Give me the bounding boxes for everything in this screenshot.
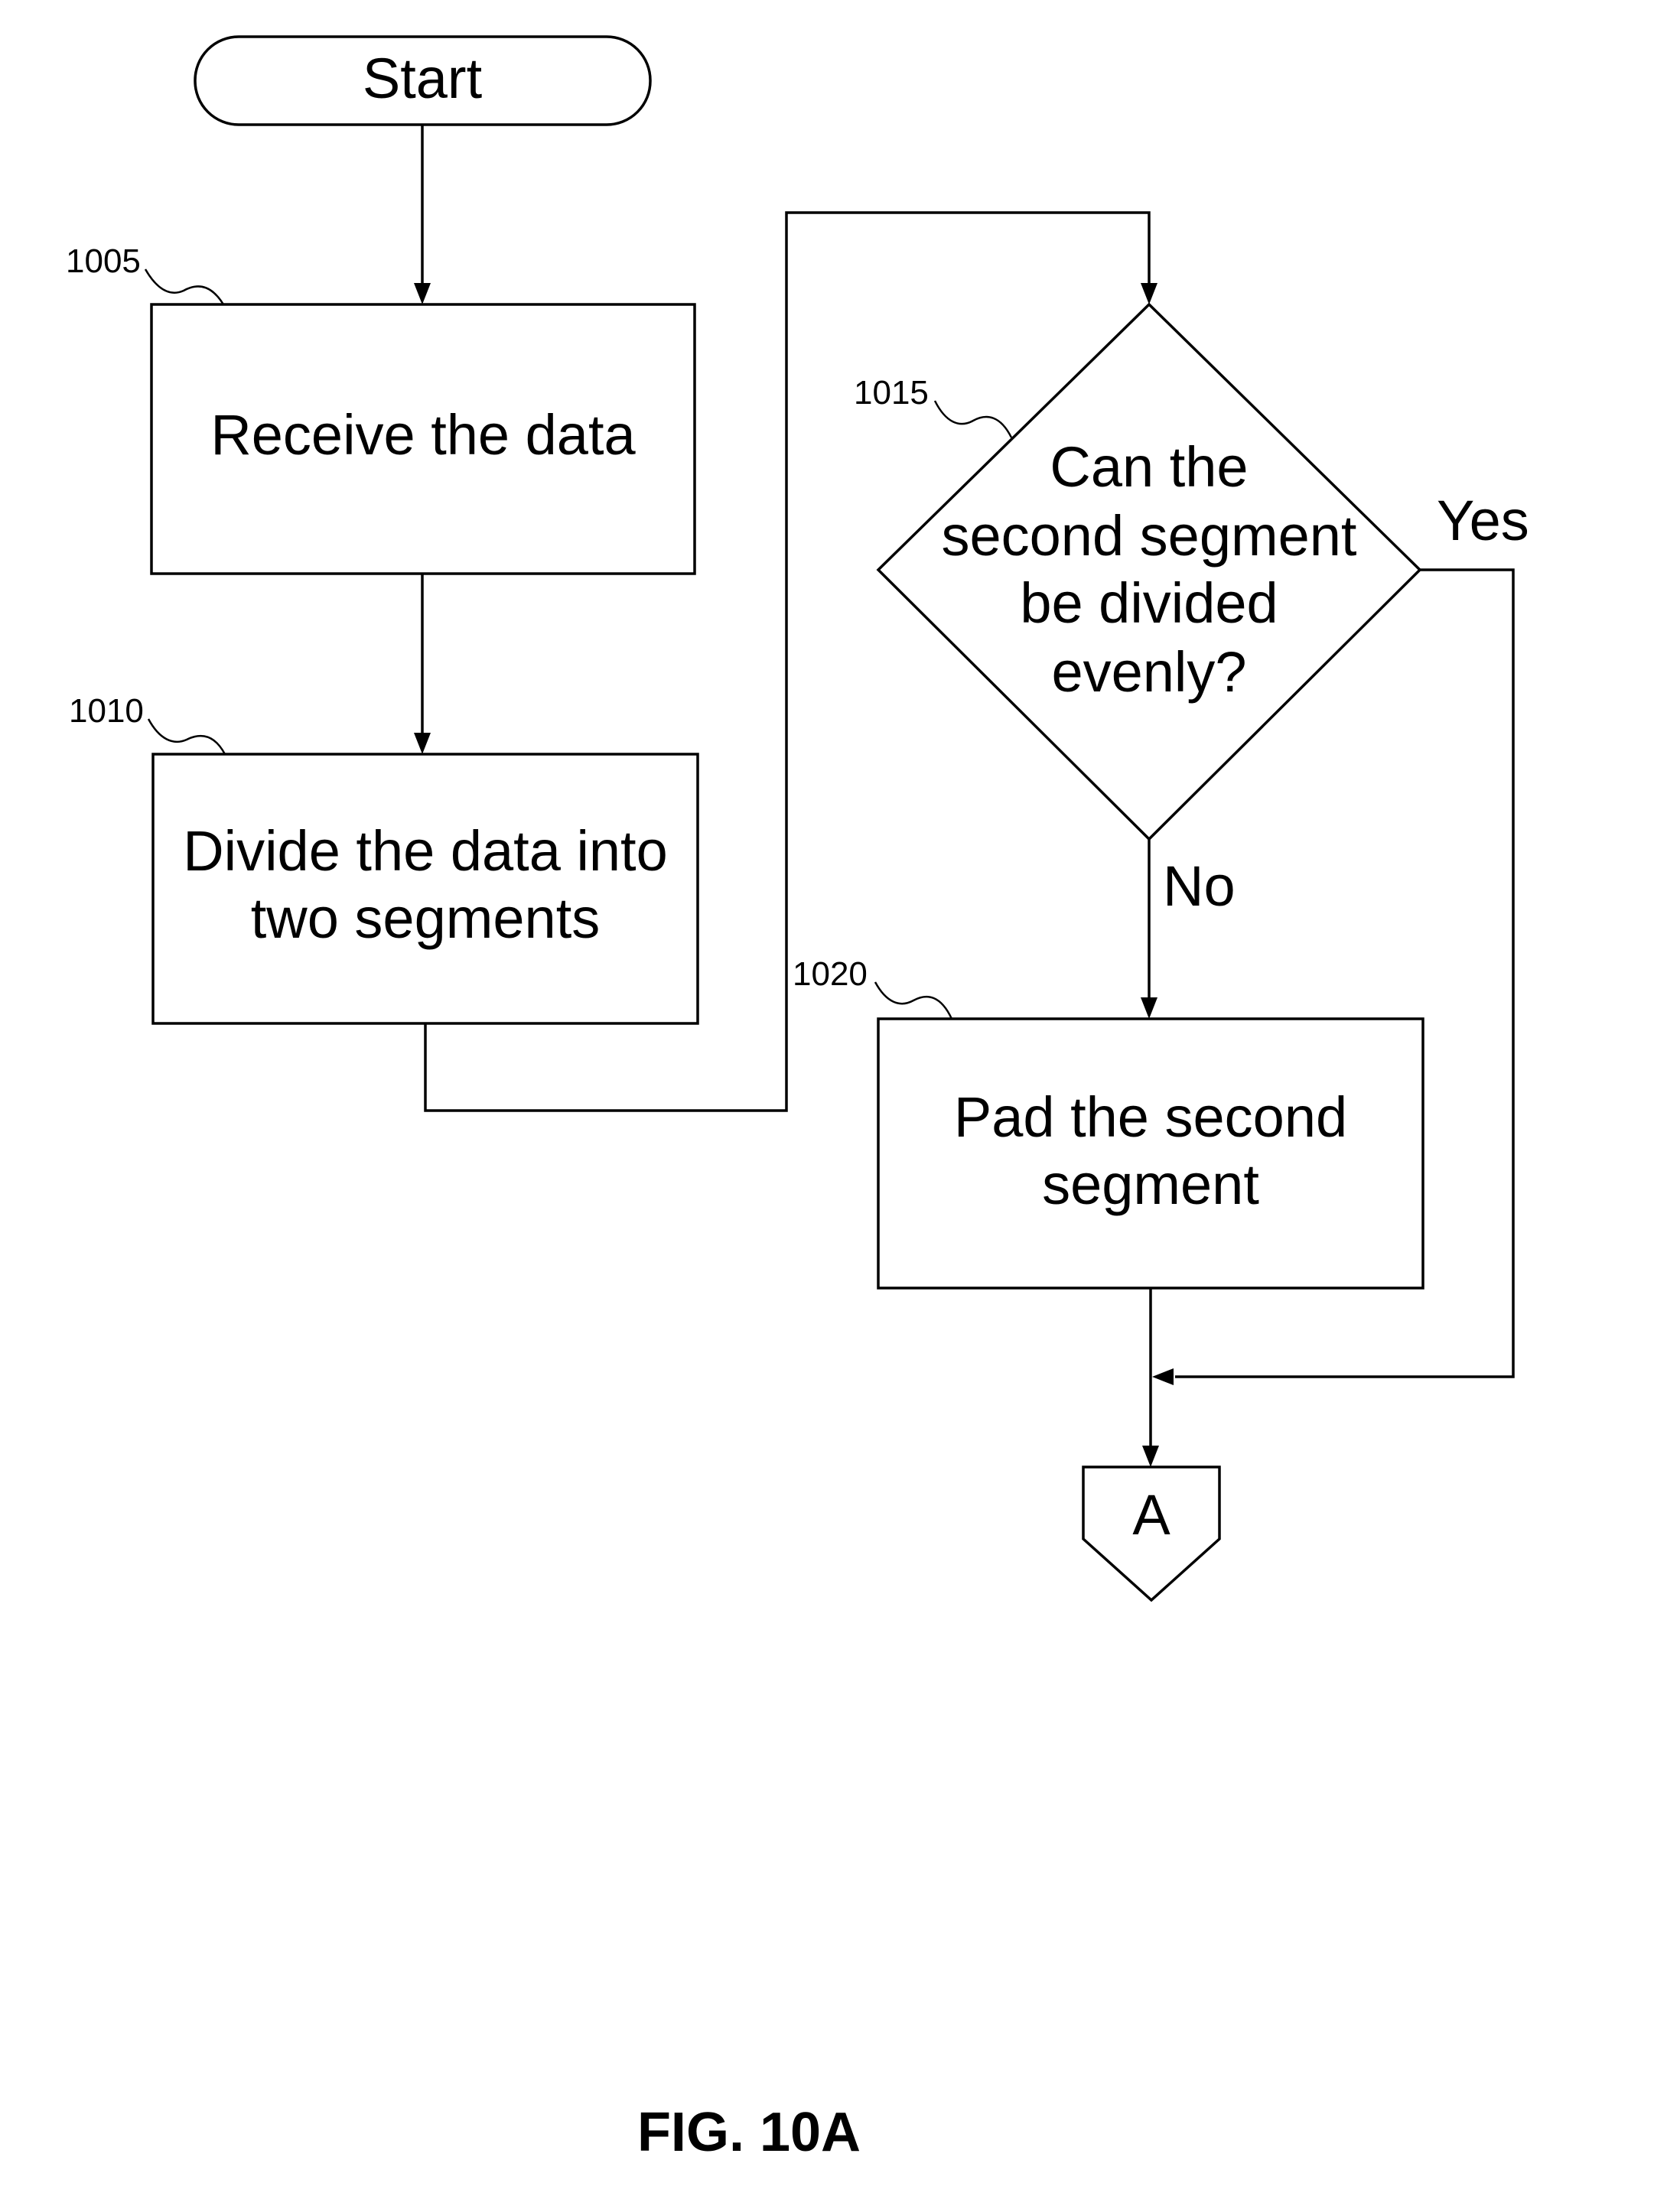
decision-label-line1: Can the [1050,435,1248,499]
decision-label-line3: be divided [1020,571,1278,635]
offpage-connector-a: A [1083,1467,1219,1600]
step-pad-segment: Pad the second segment [878,1019,1423,1288]
step-receive-data: Receive the data [151,304,695,574]
decision-label-line2: second segment [941,504,1356,568]
ref-label-1010-group: 1010 [69,692,225,754]
offpage-connector-label: A [1132,1483,1170,1547]
branch-label-no: No [1163,854,1236,918]
step-divide-data-label-line2: two segments [251,886,601,950]
decision-divide-evenly: Can the second segment be divided evenly… [878,304,1420,839]
ref-label-1015: 1015 [854,374,929,411]
ref-label-1015-group: 1015 [854,374,1011,438]
step-divide-data-label-line1: Divide the data into [183,819,668,883]
ref-label-1005-group: 1005 [66,242,223,304]
ref-label-1020: 1020 [793,955,868,993]
ref-label-1010: 1010 [69,692,144,730]
step-pad-segment-label-line1: Pad the second [954,1085,1347,1149]
arrow-no-to-pad [1141,839,1157,1019]
start-terminator: Start [195,37,650,125]
step-pad-segment-label-line2: segment [1042,1153,1259,1216]
branch-label-yes: Yes [1437,489,1529,552]
ref-label-1005: 1005 [66,242,141,280]
ref-label-1020-group: 1020 [793,955,952,1019]
arrow-start-to-receive [414,125,431,304]
arrow-receive-to-divide [414,574,431,754]
figure-caption: FIG. 10A [637,2102,861,2163]
start-label: Start [363,47,483,110]
decision-label-line4: evenly? [1051,640,1246,704]
step-divide-data: Divide the data into two segments [153,754,698,1023]
step-receive-data-label: Receive the data [210,403,636,467]
